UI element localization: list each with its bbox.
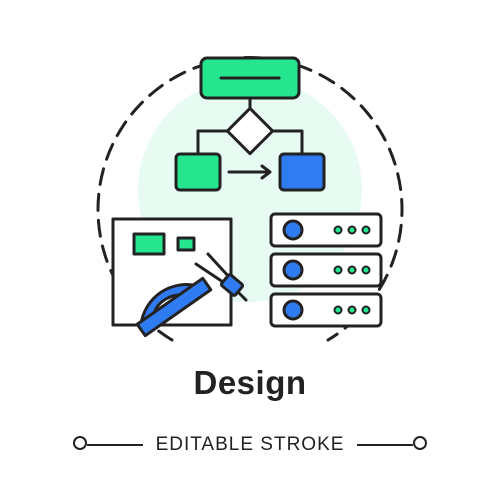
flowchart-left-box: [174, 152, 222, 192]
editable-stroke-footer: EDITABLE STROKE: [0, 430, 500, 460]
left-stroke-line: [87, 444, 143, 446]
board-large-block: [132, 232, 166, 256]
protractor-icon: [135, 276, 213, 338]
drafting-pen-icon: [194, 252, 248, 302]
pen-head: [219, 273, 245, 297]
right-stroke-line: [357, 444, 413, 446]
flowchart-diamond: [225, 106, 275, 156]
server-rack-icon: [269, 212, 383, 328]
flowchart-icon: [174, 56, 326, 192]
board-small-block: [176, 236, 196, 252]
protractor-ruler: [135, 276, 213, 338]
left-endpoint-icon: [73, 436, 87, 450]
flowchart-right-box: [278, 152, 326, 192]
icon-title: Design: [193, 364, 307, 401]
right-endpoint-icon: [413, 436, 427, 450]
footer-label: EDITABLE STROKE: [155, 434, 345, 455]
drawing-board-icon: [111, 217, 233, 327]
